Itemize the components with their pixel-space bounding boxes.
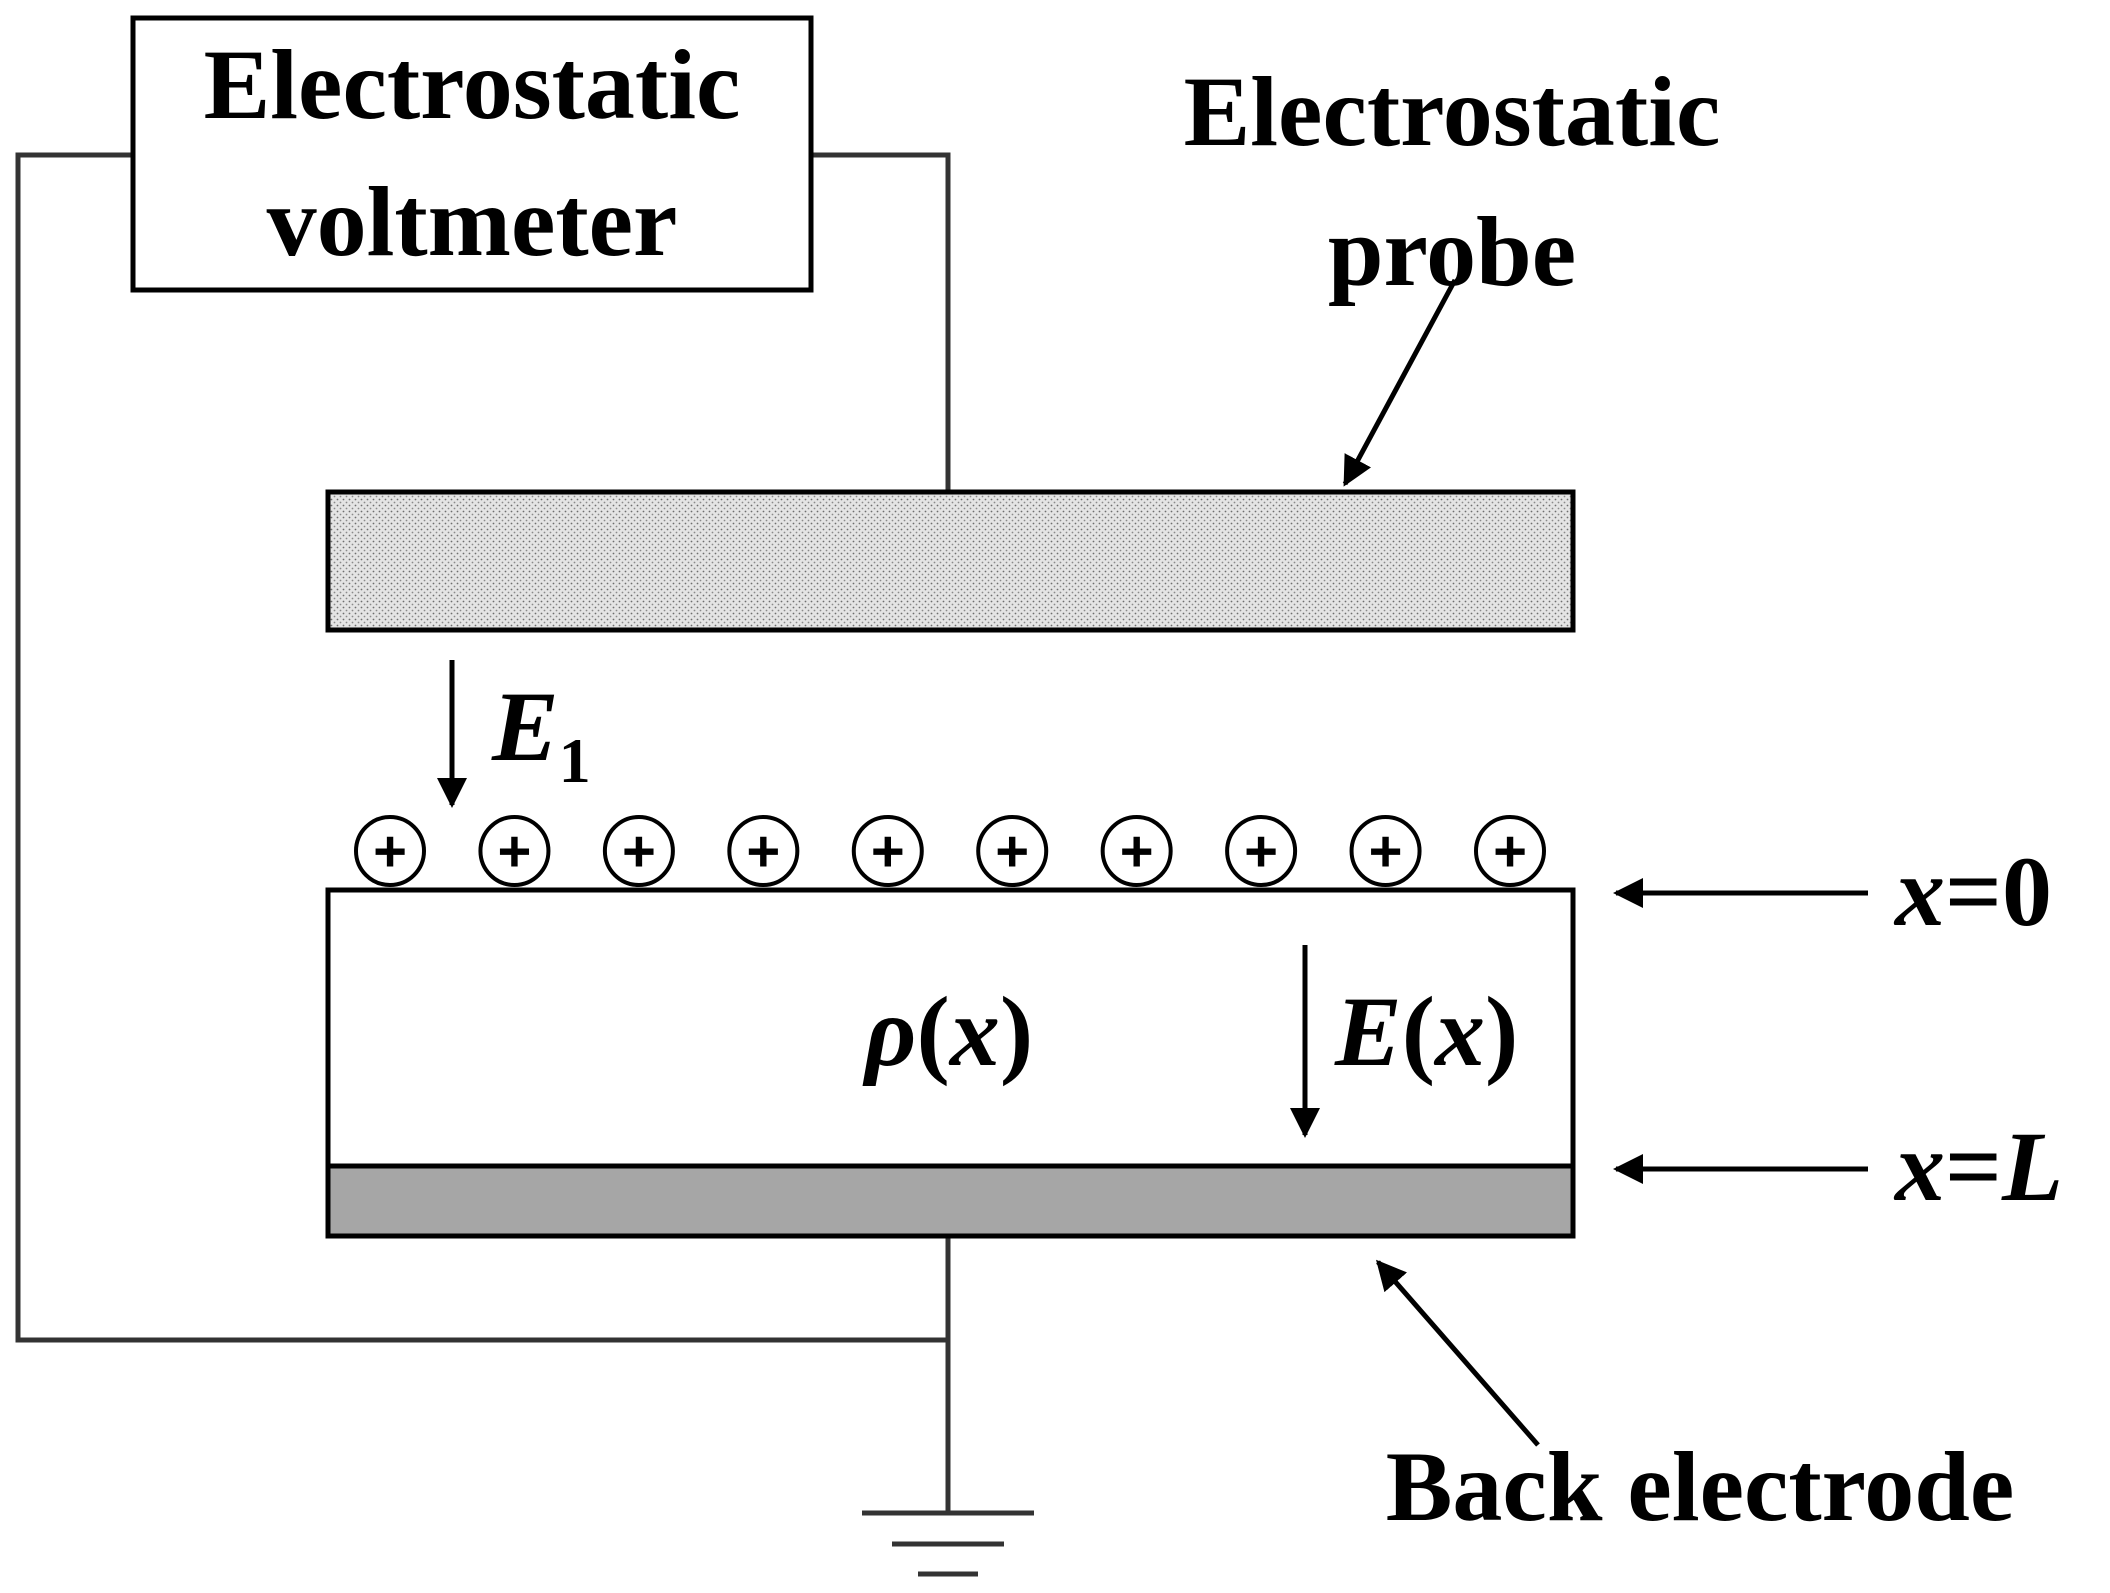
positive-charge-icon: + bbox=[1474, 815, 1546, 887]
positive-charge-symbol: + bbox=[373, 819, 407, 884]
probe-label-line1: Electrostatic bbox=[1184, 56, 1721, 167]
positive-charge-icon: + bbox=[478, 815, 551, 887]
positive-charge-icon: + bbox=[1225, 815, 1298, 887]
field-ex-symbol: E bbox=[1334, 976, 1402, 1087]
positive-charge-symbol: + bbox=[498, 819, 532, 884]
rho-symbol: ρ bbox=[862, 976, 917, 1087]
charge-density-label: ρ(x) bbox=[862, 976, 1033, 1087]
field-e1-subscript: 1 bbox=[559, 725, 591, 796]
positive-charge-icon: + bbox=[1100, 815, 1173, 887]
positive-charge-icon: + bbox=[727, 815, 800, 887]
voltmeter-label-line1: Electrostatic bbox=[204, 29, 741, 140]
positive-charge-icon: + bbox=[976, 815, 1049, 887]
positive-charge-icon: + bbox=[1349, 815, 1422, 887]
voltmeter-label-line2: voltmeter bbox=[267, 166, 678, 277]
positive-charge-symbol: + bbox=[1369, 819, 1403, 884]
positive-charge-symbol: + bbox=[1493, 819, 1527, 884]
dielectric-layer bbox=[325, 887, 1576, 1169]
field-e1-label: E1 bbox=[491, 671, 591, 796]
positive-charge-symbol: + bbox=[746, 819, 780, 884]
back-electrode-label: Back electrode bbox=[1386, 1431, 2015, 1542]
circuit-wires bbox=[15, 152, 951, 1513]
probe-pointer-arrow bbox=[1342, 278, 1458, 487]
back-electrode-plate bbox=[325, 1163, 1576, 1239]
electrostatic-probe-plate bbox=[325, 489, 1576, 633]
voltmeter-box bbox=[130, 15, 814, 293]
positive-charge-icon: + bbox=[602, 815, 675, 887]
position-x0-label: x=0 bbox=[1893, 836, 2052, 947]
voltmeter-left-wire bbox=[15, 152, 948, 1343]
voltmeter-right-wire bbox=[811, 152, 951, 490]
field-ex-label: E(x) bbox=[1334, 976, 1518, 1087]
surface-charges: + + + + + + + + + + bbox=[354, 815, 1546, 887]
positive-charge-symbol: + bbox=[871, 819, 905, 884]
positive-charge-symbol: + bbox=[1244, 819, 1278, 884]
position-xl-label: x=L bbox=[1893, 1111, 2063, 1222]
positive-charge-symbol: + bbox=[622, 819, 656, 884]
positive-charge-symbol: + bbox=[995, 819, 1029, 884]
electrostatic-voltmeter: Electrostatic voltmeter bbox=[130, 15, 814, 293]
positive-charge-icon: + bbox=[354, 815, 426, 887]
positive-charge-icon: + bbox=[851, 815, 924, 887]
field-e1-symbol: E bbox=[491, 671, 559, 782]
ground-icon bbox=[862, 1510, 1034, 1577]
back-electrode-pointer-arrow bbox=[1376, 1259, 1540, 1447]
positive-charge-symbol: + bbox=[1120, 819, 1154, 884]
